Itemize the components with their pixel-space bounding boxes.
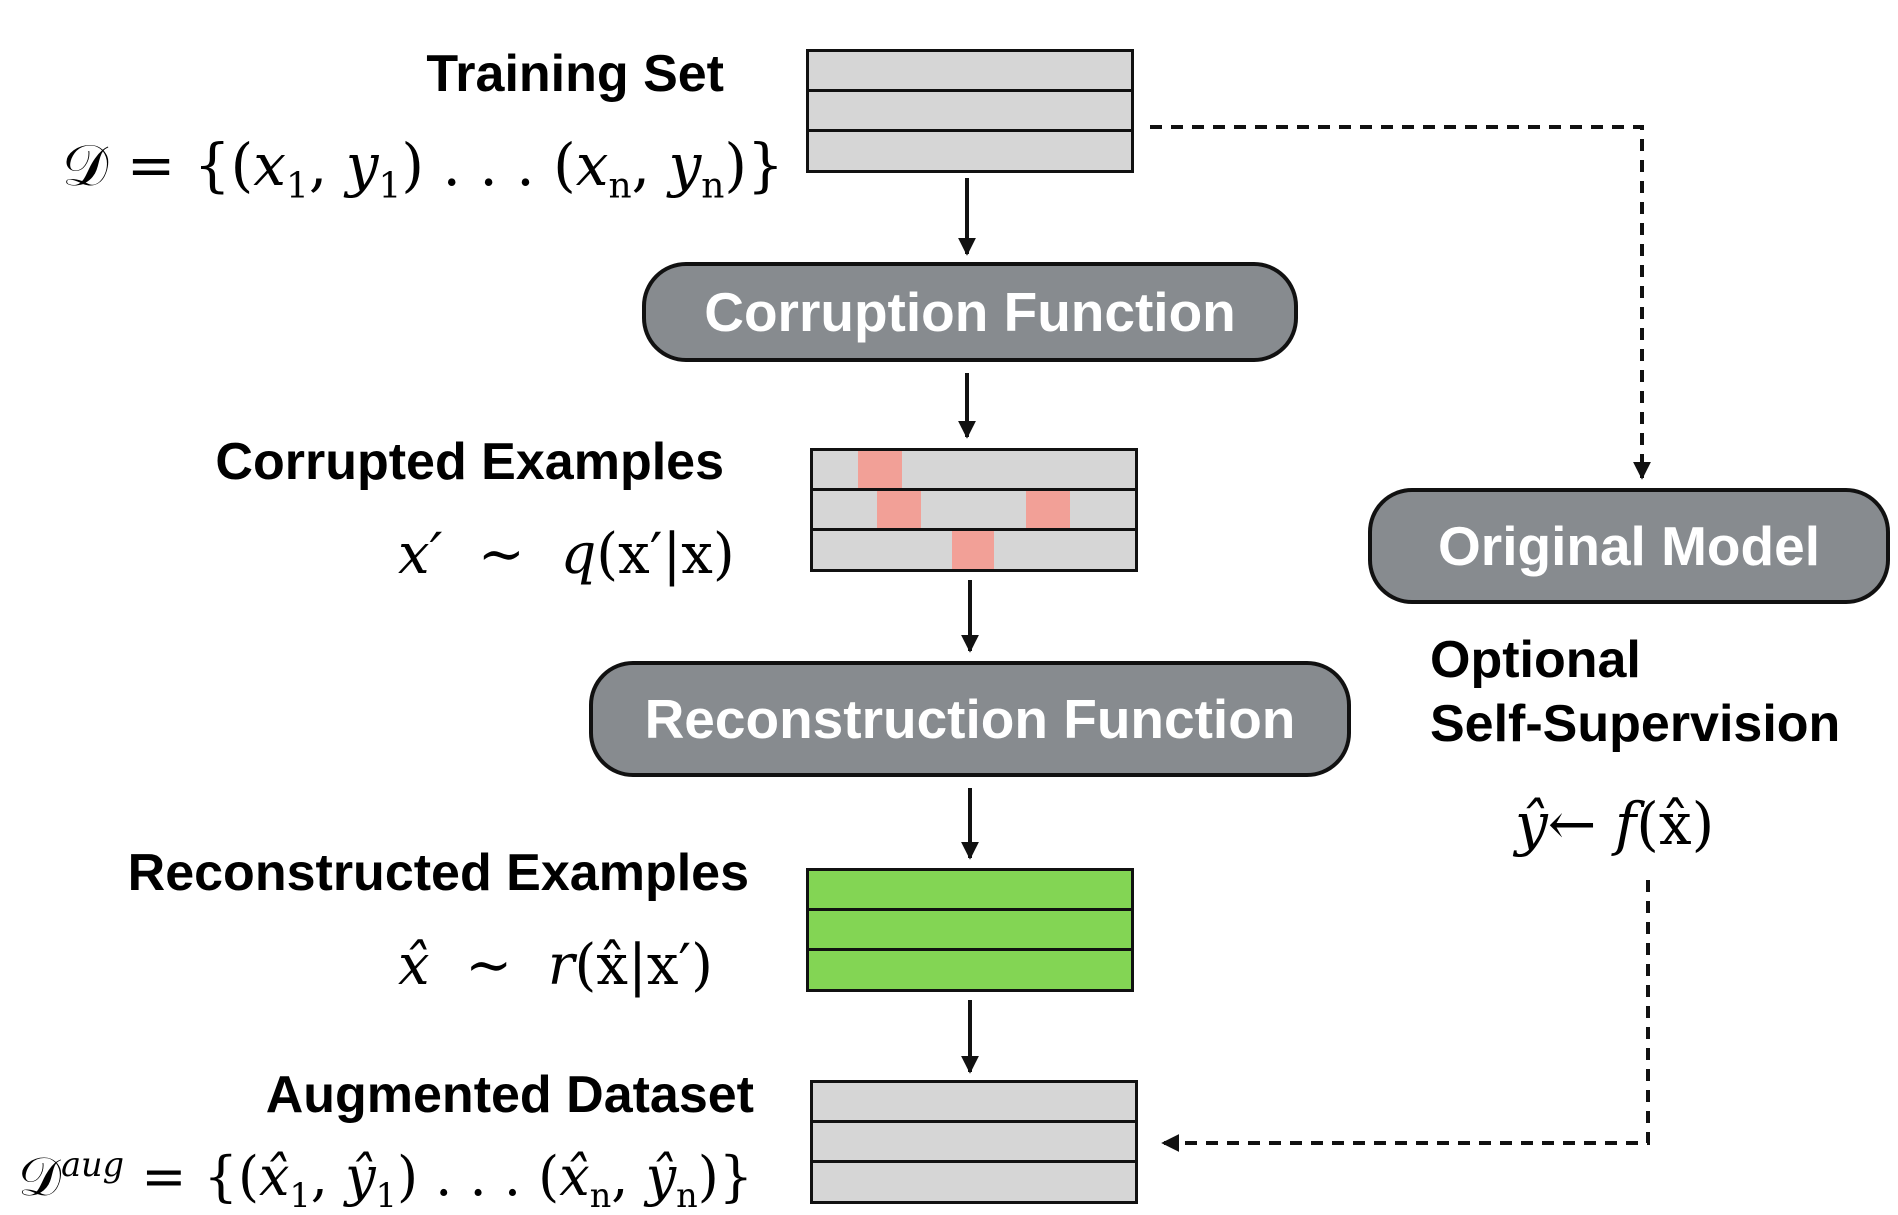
reconstructed-examples-rows — [806, 868, 1134, 992]
dashed-arrow-self-supervision-to-augmented — [1161, 880, 1650, 1152]
self-supervision-title-line1: Optional — [1430, 631, 1641, 689]
corrupted-examples-formula: x′ ∼ q(x′|x) — [398, 522, 735, 587]
corruption-patch — [877, 491, 921, 528]
reconstructed-row — [806, 948, 1134, 992]
corruption-function-label: Corruption Function — [704, 281, 1236, 343]
augmented-row — [810, 1080, 1138, 1124]
training-row — [806, 89, 1134, 133]
reconstruction-function-node: Reconstruction Function — [589, 661, 1351, 777]
training-row — [806, 129, 1134, 173]
original-model-label: Original Model — [1438, 515, 1820, 577]
dataset-symbol: 𝒟 — [18, 1145, 62, 1208]
training-row — [806, 49, 1134, 93]
training-set-rows — [806, 49, 1134, 173]
self-supervision-title-line2: Self-Supervision — [1430, 695, 1841, 753]
self-supervision-formula: ŷ← f(x̂) — [1515, 790, 1715, 858]
corruption-patch — [1026, 491, 1070, 528]
augmented-dataset-rows — [810, 1080, 1138, 1204]
dataset-symbol: 𝒟 — [62, 131, 109, 199]
reconstruction-function-label: Reconstruction Function — [644, 688, 1296, 750]
reconstructed-examples-title: Reconstructed Examples — [127, 844, 749, 902]
augmented-dataset-title: Augmented Dataset — [265, 1066, 754, 1124]
original-model-node: Original Model — [1368, 488, 1890, 604]
corruption-patch — [952, 531, 994, 569]
reconstructed-row — [806, 908, 1134, 952]
reconstructed-row — [806, 868, 1134, 912]
augmented-dataset-formula: 𝒟aug = {(x̂1, ŷ1) . . . (x̂n, ŷn)} — [18, 1145, 754, 1215]
augmented-row — [810, 1160, 1138, 1204]
augmented-row — [810, 1120, 1138, 1164]
corrupted-examples-title: Corrupted Examples — [215, 433, 724, 491]
corrupted-examples-rows — [810, 448, 1138, 572]
corruption-patch — [858, 451, 902, 488]
training-set-formula: 𝒟 = {(x1, y1) . . . (xn, yn)} — [62, 131, 784, 207]
corrupted-row — [810, 488, 1138, 532]
reconstructed-examples-formula: x̂ ∼ r(x̂|x′) — [398, 933, 713, 998]
corruption-function-node: Corruption Function — [642, 262, 1298, 362]
training-set-title: Training Set — [426, 45, 724, 103]
dashed-arrow-training-to-original-model — [1150, 125, 1651, 480]
